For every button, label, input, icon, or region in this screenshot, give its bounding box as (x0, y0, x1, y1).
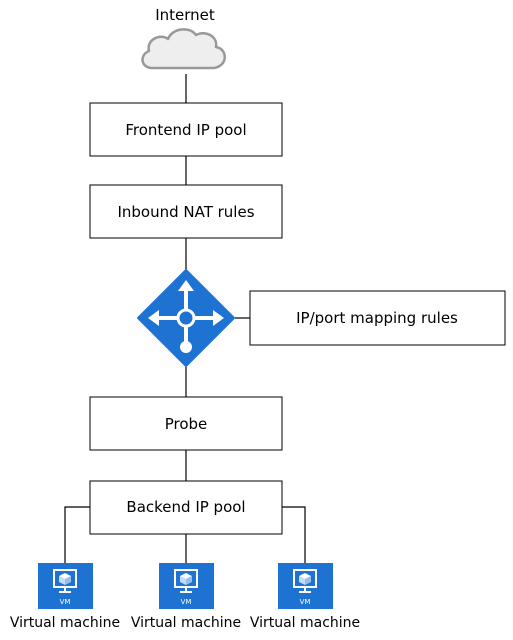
virtual-machine-label: Virtual machine (250, 615, 360, 631)
connectors (64, 74, 306, 563)
load-balancer-icon (137, 269, 235, 367)
probe-box: Probe (89, 396, 283, 451)
inbound-nat-rules-label: Inbound NAT rules (117, 203, 254, 221)
virtual-machine-3: VM Virtual machine (250, 563, 360, 631)
virtual-machine-label: Virtual machine (131, 615, 241, 631)
virtual-machine-icon: VM (159, 563, 214, 609)
backend-ip-pool-box: Backend IP pool (89, 480, 283, 535)
vm-badge: VM (300, 598, 311, 606)
connector-backend-vm-right (282, 506, 306, 563)
probe-label: Probe (165, 415, 208, 433)
vm-badge: VM (181, 598, 192, 606)
virtual-machine-2: VM Virtual machine (131, 563, 241, 631)
virtual-machine-label: Virtual machine (10, 615, 120, 631)
virtual-machine-icon: VM (278, 563, 333, 609)
frontend-ip-pool-box: Frontend IP pool (89, 102, 283, 157)
vm-badge: VM (60, 598, 71, 606)
backend-ip-pool-label: Backend IP pool (126, 498, 245, 516)
connector-backend-vm-left (64, 506, 90, 563)
ip-port-mapping-rules-box: IP/port mapping rules (249, 290, 506, 346)
frontend-ip-pool-label: Frontend IP pool (125, 121, 246, 139)
internet-label: Internet (155, 6, 215, 24)
ip-port-mapping-rules-label: IP/port mapping rules (296, 309, 458, 327)
cloud-icon (141, 28, 226, 70)
inbound-nat-rules-box: Inbound NAT rules (89, 184, 283, 239)
virtual-machine-icon: VM (38, 563, 93, 609)
virtual-machine-1: VM Virtual machine (10, 563, 120, 631)
